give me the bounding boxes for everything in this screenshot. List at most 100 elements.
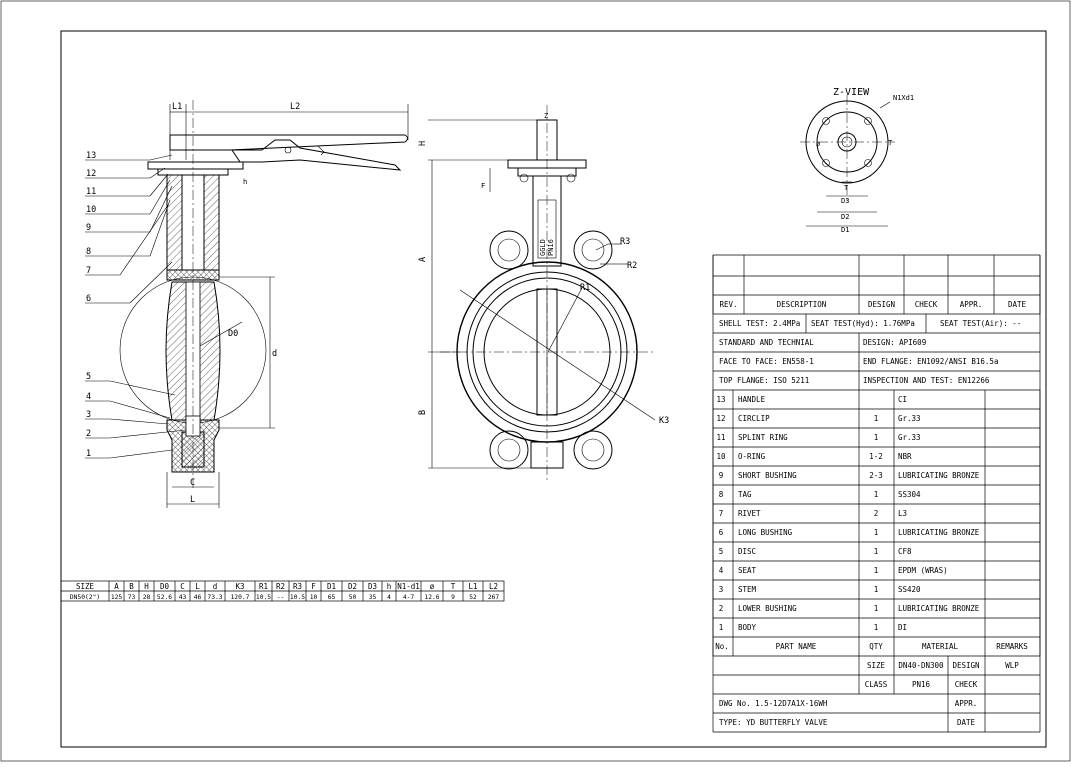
part-material-2: Gr.33 — [898, 433, 921, 442]
dim-value-0: DN50(2") — [70, 594, 100, 601]
balloon-5: 5 — [86, 372, 91, 382]
balloon-4: 4 — [86, 392, 91, 402]
dim-r1: R1 — [580, 283, 590, 293]
dim-value-14: 50 — [349, 594, 357, 601]
spec-left-1: FACE TO FACE: EN558-1 — [719, 357, 814, 366]
part-material-10: SS420 — [898, 585, 921, 594]
date-label: DATE — [957, 718, 976, 727]
parts-header-name: PART NAME — [776, 642, 817, 651]
spec-right-2: INSPECTION AND TEST: EN12266 — [863, 376, 990, 385]
size-label: SIZE — [867, 661, 886, 670]
dim-r2: R2 — [627, 261, 637, 271]
part-no-9: 4 — [719, 566, 724, 575]
part-no-1: 12 — [716, 414, 725, 423]
part-no-12: 1 — [719, 623, 724, 632]
dim-header-18: ø — [430, 582, 435, 591]
dim-header-17: N1-d1 — [397, 582, 420, 591]
balloon-12: 12 — [86, 169, 96, 179]
part-name-6: RIVET — [738, 509, 761, 518]
rev-header-2: DESIGN — [868, 300, 895, 309]
dim-header-11: R3 — [293, 582, 302, 591]
dwg-number: DWG No. 1.5-12D7A1X-16WH — [719, 699, 828, 708]
parts-header-qty: QTY — [869, 642, 883, 651]
dim-header-13: D1 — [327, 582, 336, 591]
balloon-8: 8 — [86, 247, 91, 257]
spec-left-2: TOP FLANGE: ISO 5211 — [719, 376, 809, 385]
dim-value-5: 43 — [179, 594, 187, 601]
part-qty-3: 1-2 — [869, 452, 883, 461]
dim-header-21: L2 — [489, 582, 498, 591]
dim-header-6: L — [195, 582, 200, 591]
dim-value-17: 4-7 — [403, 594, 415, 601]
dim-header-19: T — [451, 582, 456, 591]
class-label: CLASS — [865, 680, 888, 689]
dim-a: A — [418, 257, 428, 262]
balloon-7: 7 — [86, 266, 91, 276]
part-no-6: 7 — [719, 509, 724, 518]
dim-z: Z — [544, 112, 548, 120]
part-qty-7: 1 — [874, 528, 879, 537]
part-no-8: 5 — [719, 547, 724, 556]
part-name-0: HANDLE — [738, 395, 766, 404]
balloon-13: 13 — [86, 151, 96, 161]
dim-header-2: B — [129, 582, 134, 591]
dim-value-16: 4 — [387, 594, 391, 601]
balloon-6: 6 — [86, 294, 91, 304]
part-no-10: 3 — [719, 585, 724, 594]
class-value: PN16 — [912, 680, 931, 689]
dim-header-7: d — [213, 582, 218, 591]
seat-test-air: SEAT TEST(Air): -- — [940, 319, 1021, 328]
dim-r3: R3 — [620, 237, 630, 247]
part-material-3: NBR — [898, 452, 912, 461]
part-material-7: LUBRICATING BRONZE — [898, 528, 980, 537]
dim-value-13: 65 — [328, 594, 336, 601]
part-qty-6: 2 — [874, 509, 879, 518]
dim-header-14: D2 — [348, 582, 357, 591]
dim-header-5: C — [180, 582, 185, 591]
spec-right-1: END FLANGE: EN1092/ANSI B16.5a — [863, 357, 998, 366]
part-name-10: STEM — [738, 585, 757, 594]
rev-header-5: DATE — [1008, 300, 1027, 309]
dim-value-1: 125 — [111, 594, 123, 601]
part-material-11: LUBRICATING BRONZE — [898, 604, 980, 613]
part-name-3: O-RING — [738, 452, 766, 461]
balloon-3: 3 — [86, 410, 91, 420]
part-material-5: SS304 — [898, 490, 921, 499]
part-qty-8: 1 — [874, 547, 879, 556]
appr-label: APPR. — [955, 699, 978, 708]
part-material-0: CI — [898, 395, 907, 404]
dim-value-18: 12.6 — [424, 594, 439, 601]
part-qty-10: 1 — [874, 585, 879, 594]
dim-value-12: 10 — [310, 594, 318, 601]
dim-f: F — [481, 182, 485, 190]
spec-right-0: DESIGN: API609 — [863, 338, 926, 347]
dim-l: L — [190, 495, 195, 505]
dim-header-0: SIZE — [76, 582, 95, 591]
rev-header-4: APPR. — [960, 300, 983, 309]
parts-header-remarks: REMARKS — [996, 642, 1028, 651]
shell-test: SHELL TEST: 2.4MPa — [719, 319, 800, 328]
spec-left-0: STANDARD AND TECHNIAL — [719, 338, 814, 347]
balloon-1: 1 — [86, 449, 91, 459]
dim-h-small: h — [243, 178, 247, 186]
rev-header-3: CHECK — [915, 300, 938, 309]
check-label: CHECK — [955, 680, 978, 689]
balloon-10: 10 — [86, 205, 96, 215]
part-material-9: EPDM (WRAS) — [898, 566, 948, 575]
part-qty-12: 1 — [874, 623, 879, 632]
part-name-5: TAG — [738, 490, 752, 499]
dim-value-15: 35 — [369, 594, 377, 601]
dim-value-6: 46 — [194, 594, 202, 601]
z-view-t-side: T — [888, 139, 893, 147]
dim-header-12: F — [311, 582, 316, 591]
dim-header-16: h — [387, 582, 392, 591]
part-no-4: 9 — [719, 471, 724, 480]
dim-header-3: H — [144, 582, 149, 591]
rev-header-1: DESCRIPTION — [777, 300, 827, 309]
dim-value-20: 52 — [469, 594, 477, 601]
dim-k3: K3 — [659, 416, 669, 426]
z-view-t: T — [844, 184, 849, 192]
